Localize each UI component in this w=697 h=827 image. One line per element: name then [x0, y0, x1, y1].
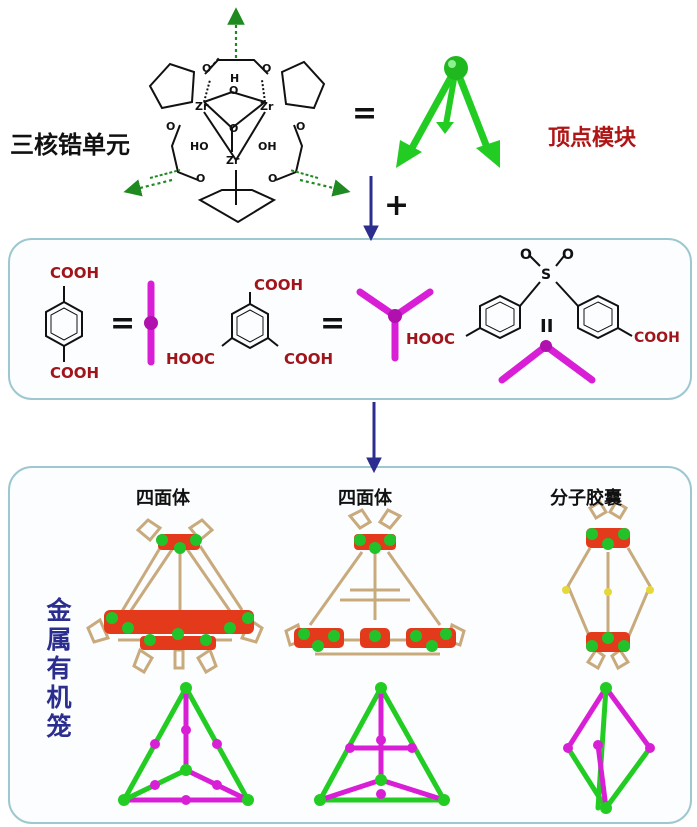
cp-ring-bottom — [197, 170, 277, 224]
btc-cooh-right: COOH — [284, 350, 334, 368]
cage-title-2: 四面体 — [338, 488, 392, 509]
btc-cooh-top: COOH — [254, 276, 304, 294]
bdc-equals: = — [110, 306, 136, 341]
top-equals: = — [352, 96, 378, 131]
atom-o: O — [268, 172, 278, 185]
atom-o: O — [229, 122, 239, 135]
bdc-ring — [45, 286, 83, 362]
plus-sign: + — [384, 188, 410, 223]
sdb-cooh-right: COOH — [634, 330, 680, 346]
bent-linker-icon — [498, 340, 596, 384]
flow-arrows — [363, 176, 382, 474]
atom-zr: Zr — [226, 154, 240, 167]
topology-capsule — [563, 682, 655, 814]
btc-hooc-left: HOOC — [166, 350, 216, 368]
side-char: 属 — [46, 625, 72, 654]
side-char: 金 — [46, 596, 72, 625]
linear-linker-icon — [144, 280, 158, 366]
btc-equals: = — [320, 306, 346, 341]
sdb-sulfur: S — [541, 267, 552, 283]
cp-ring-right — [280, 60, 326, 110]
bdc-cooh-top: COOH — [50, 264, 100, 282]
atom-h: H — [230, 72, 240, 85]
cage-render-3 — [562, 499, 654, 671]
btc-ring — [221, 292, 279, 350]
vertex-module-label: 顶点模块 — [548, 126, 637, 151]
bdc-cooh-bottom: COOH — [50, 364, 100, 382]
sdb-hooc-left: HOOC — [406, 330, 456, 348]
atom-o: O — [229, 84, 239, 97]
atom-o: O — [202, 62, 212, 75]
tritopic-linker-icon — [356, 288, 434, 362]
cage-title-3: 分子胶囊 — [550, 488, 622, 509]
metal-organic-cage-label: 金 属 有 机 笼 — [42, 596, 76, 741]
zr-cluster-structure — [149, 57, 319, 181]
sdb-oxygen-left: O — [520, 247, 532, 263]
side-char: 机 — [46, 683, 72, 712]
trinuclear-zr-label: 三核锆单元 — [10, 131, 130, 159]
cage-render-1 — [86, 518, 264, 675]
vertex-module — [396, 56, 500, 168]
sdb-rings — [465, 255, 633, 340]
cp-ring-left — [148, 62, 196, 110]
topology-tetrahedron-1 — [118, 682, 254, 806]
atom-zr: Zr — [260, 100, 274, 113]
side-char: 笼 — [46, 712, 72, 741]
cage-title-1: 四面体 — [136, 488, 190, 509]
cluster-directions — [123, 7, 351, 197]
cage-render-2 — [284, 508, 466, 656]
atom-o: O — [296, 120, 306, 133]
atom-oh: OH — [258, 140, 277, 153]
sdb-equals-vertical: II — [540, 316, 554, 337]
atom-o: O — [262, 62, 272, 75]
topology-tetrahedron-2 — [314, 682, 450, 806]
atom-zr: Zr — [195, 100, 209, 113]
atom-ho: HO — [190, 140, 209, 153]
atom-o: O — [196, 172, 206, 185]
atom-o: O — [166, 120, 176, 133]
side-char: 有 — [46, 654, 72, 683]
sdb-oxygen-right: O — [562, 247, 574, 263]
